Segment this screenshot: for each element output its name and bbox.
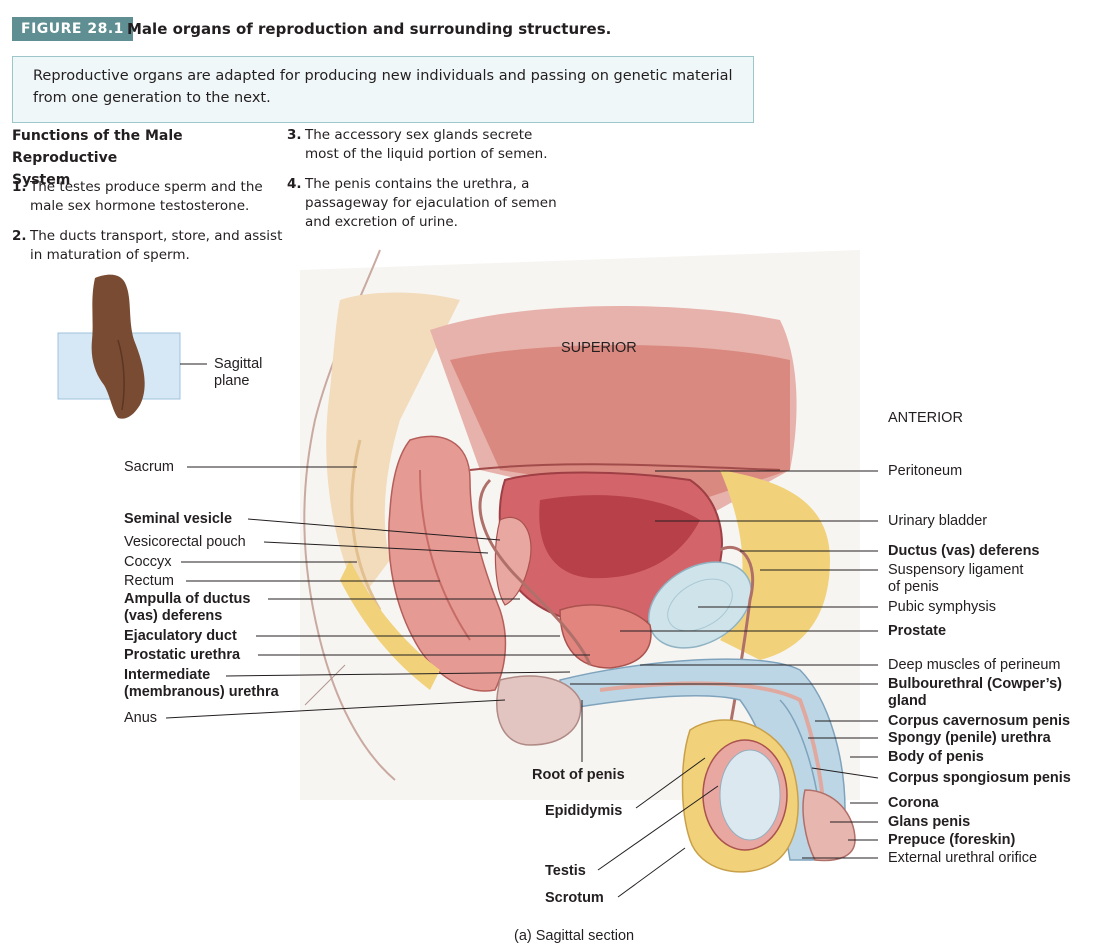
label-pubic-symphysis: Pubic symphysis — [888, 599, 996, 615]
sagittal-plane-line-2: plane — [214, 373, 250, 389]
label-external-urethral-orifice: External urethral orifice — [888, 850, 1038, 866]
label-prepuce: Prepuce (foreskin) — [888, 832, 1016, 848]
functions-heading: Functions of the Male Reproductive Syste… — [12, 125, 282, 191]
function-text-line: and excretion of urine. — [305, 214, 458, 230]
label-vesicorectal-pouch: Vesicorectal pouch — [124, 534, 246, 550]
sagittal-plane-label: Sagittal plane — [214, 356, 262, 390]
label-sacrum: Sacrum — [124, 459, 174, 475]
figure-caption: (a) Sagittal section — [514, 928, 635, 944]
function-number: 4. — [287, 176, 302, 192]
label-deep-muscles: Deep muscles of perineum — [888, 657, 1061, 673]
label-peritoneum: Peritoneum — [888, 463, 963, 479]
function-number: 1. — [12, 179, 27, 195]
label-corona: Corona — [888, 795, 939, 811]
label-coccyx: Coccyx — [124, 554, 172, 570]
superior-label: SUPERIOR — [561, 340, 637, 356]
label-glans-penis: Glans penis — [888, 814, 971, 830]
label-root-of-penis: Root of penis — [532, 767, 625, 783]
label-intermediate-line-1: Intermediate — [124, 667, 211, 683]
intro-box: Reproductive organs are adapted for prod… — [12, 56, 754, 123]
function-text-line: most of the liquid portion of semen. — [305, 146, 548, 162]
function-text-line: male sex hormone testosterone. — [30, 198, 250, 214]
label-bulbourethral-line-1: Bulbourethral (Cowper’s) — [888, 676, 1063, 692]
rectum-shape — [388, 435, 507, 692]
label-prostate: Prostate — [888, 623, 947, 639]
label-bulbourethral-gland: Bulbourethral (Cowper’s) gland — [888, 676, 1062, 710]
figure-tag: FIGURE 28.1 — [12, 17, 133, 41]
label-bulbourethral-line-2: gland — [888, 693, 927, 709]
inset-body-figure — [57, 274, 207, 419]
label-intermediate-urethra: Intermediate (membranous) urethra — [124, 667, 279, 701]
label-anus: Anus — [124, 710, 158, 726]
label-seminal-vesicle: Seminal vesicle — [124, 511, 233, 527]
function-item-3: 3. The accessory sex glands secrete most… — [287, 126, 567, 164]
label-suspensory-line-2: of penis — [888, 579, 939, 595]
function-text-line: The testes produce sperm and the — [30, 179, 263, 195]
functions-heading-line-1: Functions of the Male Reproductive — [12, 128, 183, 166]
leader-lines — [165, 466, 879, 898]
function-number: 2. — [12, 228, 27, 244]
pubic-symphysis-shape — [647, 561, 753, 649]
root-of-penis-shape — [496, 675, 582, 746]
figure-title: Male organs of reproduction and surround… — [127, 20, 612, 38]
label-ampulla: Ampulla of ductus (vas) deferens — [124, 591, 250, 625]
function-item-1: 1. The testes produce sperm and the male… — [12, 178, 282, 216]
peritoneum-line — [469, 463, 781, 471]
anterior-label: ANTERIOR — [888, 410, 963, 426]
testis-shape — [719, 749, 781, 841]
function-text-line: The ducts transport, store, and assist — [30, 228, 283, 244]
function-text-line: The accessory sex glands secrete — [305, 127, 533, 143]
function-number: 3. — [287, 127, 302, 143]
function-text-line: The penis contains the urethra, a — [305, 176, 530, 192]
label-corpus-spongiosum: Corpus spongiosum penis — [888, 770, 1071, 786]
label-ductus-deferens: Ductus (vas) deferens — [888, 543, 1040, 559]
label-epididymis: Epididymis — [545, 803, 623, 819]
label-suspensory-line-1: Suspensory ligament — [888, 562, 1024, 578]
function-text-line: passageway for ejaculation of semen — [305, 195, 557, 211]
label-corpus-cavernosum: Corpus cavernosum penis — [888, 713, 1071, 729]
function-text-line: in maturation of sperm. — [30, 247, 190, 263]
function-item-2: 2. The ducts transport, store, and assis… — [12, 227, 287, 265]
label-ejaculatory-duct: Ejaculatory duct — [124, 628, 237, 644]
intro-line-1: Reproductive organs are adapted for prod… — [33, 68, 733, 84]
label-testis: Testis — [545, 863, 586, 879]
label-urinary-bladder: Urinary bladder — [888, 513, 988, 529]
label-intermediate-line-2: (membranous) urethra — [124, 684, 279, 700]
label-ampulla-line-1: Ampulla of ductus — [124, 591, 251, 607]
sacrum-shape — [326, 292, 460, 600]
label-rectum: Rectum — [124, 573, 174, 589]
label-spongy-urethra: Spongy (penile) urethra — [888, 730, 1051, 746]
functions-heading-line-2: System — [12, 172, 71, 188]
label-suspensory-ligament: Suspensory ligament of penis — [888, 562, 1023, 596]
intro-line-2: from one generation to the next. — [33, 90, 271, 106]
label-body-of-penis: Body of penis — [888, 749, 984, 765]
label-prostatic-urethra: Prostatic urethra — [124, 647, 241, 663]
label-ampulla-line-2: (vas) deferens — [124, 608, 223, 624]
glans-shape — [802, 789, 856, 862]
function-item-4: 4. The penis contains the urethra, a pas… — [287, 175, 567, 232]
label-scrotum: Scrotum — [545, 890, 604, 906]
sagittal-plane-line-1: Sagittal — [214, 356, 263, 372]
